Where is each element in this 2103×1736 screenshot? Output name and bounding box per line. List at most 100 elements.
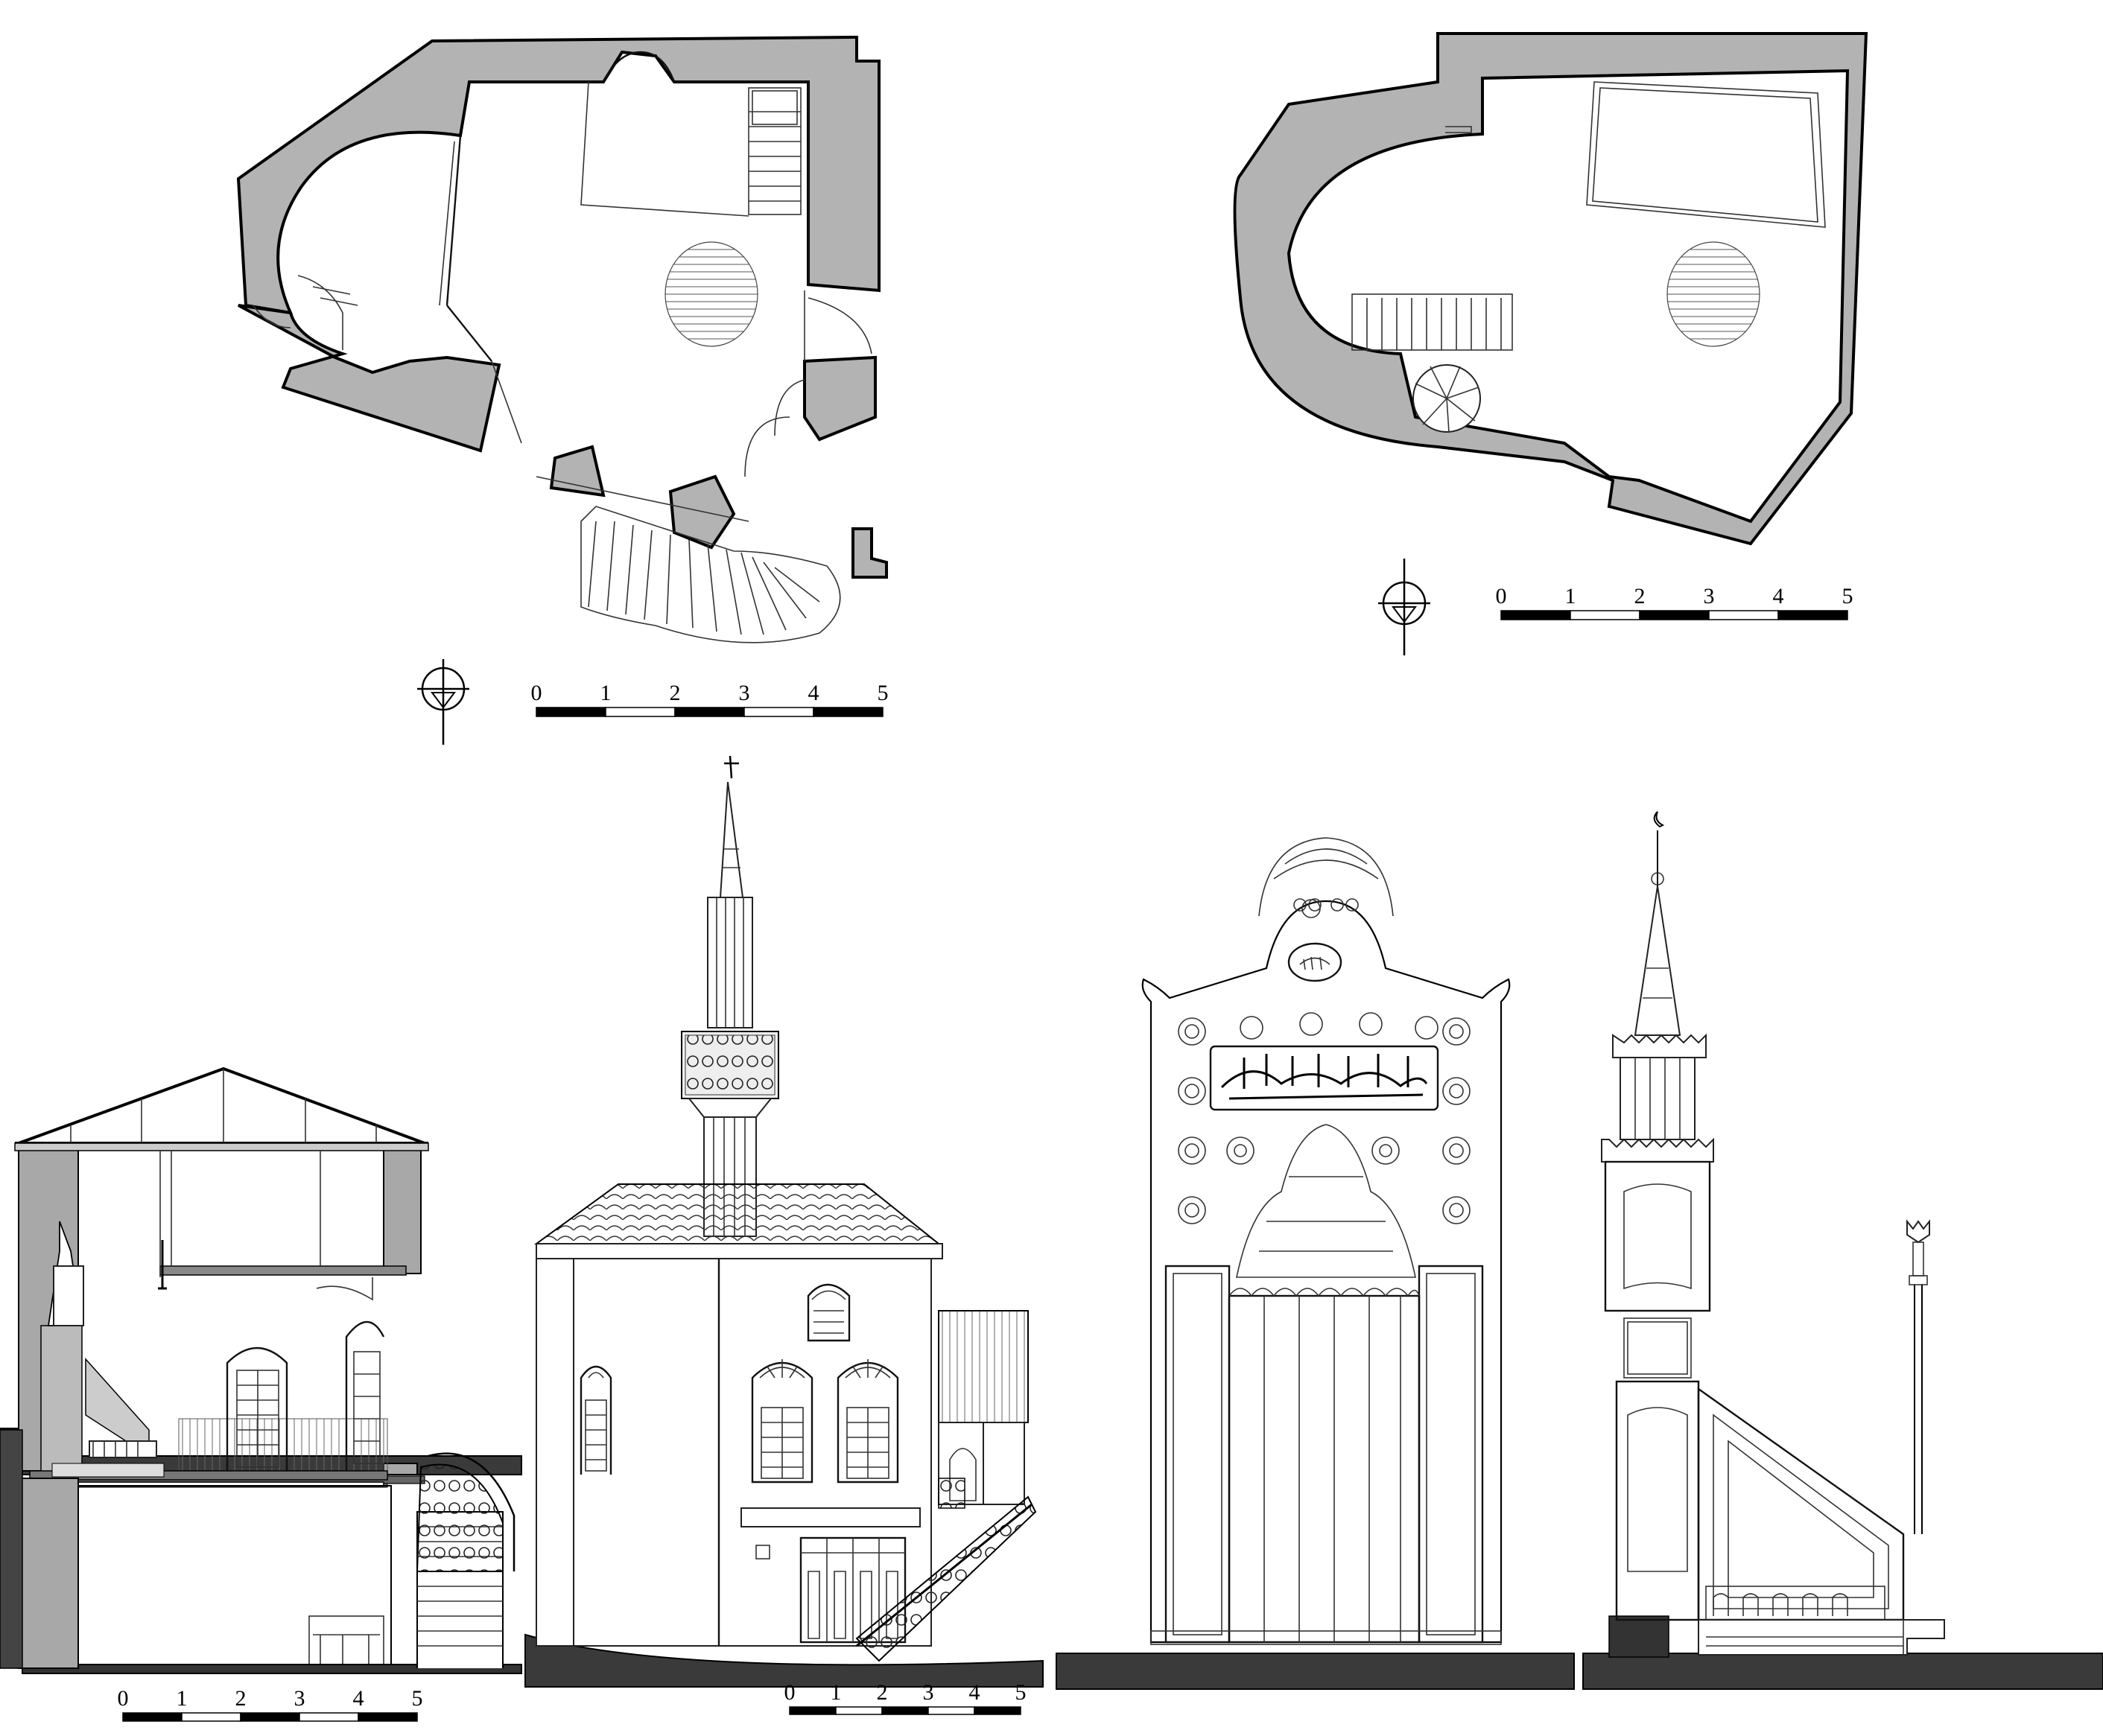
plan-chandelier-circle — [664, 241, 758, 347]
section-right-wall-upper — [383, 1146, 422, 1274]
plan-pier-4 — [851, 527, 888, 579]
scale-bar-segment — [1708, 610, 1779, 620]
scale-bar-segment — [536, 707, 606, 717]
scale-bar-segment — [122, 1712, 183, 1722]
elevation-window-arch-1 — [751, 1359, 813, 1484]
plan-pier-3 — [803, 355, 877, 442]
scale-bar-segment — [1639, 610, 1710, 620]
section-wainscot — [178, 1418, 388, 1475]
scale-bar-label: 2 — [670, 681, 681, 705]
scale-bar-label: 2 — [877, 1680, 888, 1705]
elevation-roof — [533, 1183, 941, 1244]
upper-floor-plan — [1233, 32, 1868, 655]
section-stair-balustrade — [416, 1463, 504, 1572]
mimber-elevation — [1582, 811, 2103, 1690]
ground-floor-plan — [236, 35, 888, 745]
mihrab-crest — [1258, 837, 1394, 917]
scale-bar-segment — [299, 1712, 359, 1722]
scale-bar-segment — [789, 1706, 837, 1715]
scale-bar-label: 4 — [1773, 584, 1784, 608]
plan-pier-1 — [549, 445, 606, 497]
scale-bar-label: 3 — [294, 1686, 305, 1711]
scale-bar-label: 2 — [1634, 584, 1646, 608]
section-lower-level — [77, 1485, 392, 1665]
section-gallery-floor — [159, 1265, 407, 1276]
north-arrow-icon — [417, 659, 469, 745]
scale-bar-label: 5 — [412, 1686, 423, 1711]
upper-plan-chandelier-void — [1666, 241, 1760, 347]
scale-bar-label: 2 — [235, 1686, 247, 1711]
plan-mihrab-niche — [602, 51, 676, 83]
scale-bar-segment — [1570, 610, 1640, 620]
front-elevation — [524, 755, 1044, 1688]
scale-bar-label: 1 — [1565, 584, 1576, 608]
scale-bar-segment — [181, 1712, 241, 1722]
upper-plan-wall — [1233, 32, 1868, 546]
scale-bar-label: 3 — [739, 681, 750, 705]
scale-bar-label: 3 — [923, 1680, 934, 1705]
mimber-finial — [1651, 811, 1665, 886]
scale-bar-segment — [927, 1706, 975, 1715]
section-mimber-base — [40, 1325, 83, 1475]
plan-mimber — [748, 87, 802, 215]
scale-bar-segment — [835, 1706, 883, 1715]
scale-bar-label: 0 — [1496, 584, 1507, 608]
scale-bar-segment — [743, 707, 814, 717]
mihrab-niche — [1228, 1294, 1421, 1644]
elevation-window-arch-2 — [837, 1359, 899, 1484]
elevation-annex-shutters — [938, 1310, 1029, 1423]
scale-bar-label: 1 — [177, 1686, 188, 1711]
mimber-lower-panels — [1705, 1586, 1885, 1621]
mimber-stair-panel — [1697, 1387, 1905, 1621]
scale-bar-segment — [813, 707, 884, 717]
scale-bar-label: 1 — [600, 681, 612, 705]
section-window-2 — [345, 1321, 385, 1478]
section-roof-truss — [15, 1066, 428, 1145]
scale-bar-label: 4 — [808, 681, 819, 705]
scale-bar-label: 5 — [1842, 584, 1853, 608]
section-window-1 — [226, 1346, 288, 1475]
scale-bar-label: 0 — [784, 1680, 796, 1705]
plan-wall-southwest — [238, 304, 501, 453]
mihrab-elevation — [1056, 837, 1575, 1690]
mimber-spire — [1634, 886, 1681, 1036]
elevation-window-left — [580, 1365, 612, 1475]
elevation-entrance-lintel — [740, 1507, 921, 1527]
mihrab-medallion — [1287, 942, 1342, 982]
scale-bar-label: 0 — [118, 1686, 129, 1711]
mihrab-ground — [1056, 1653, 1575, 1690]
plan-room-outline — [445, 80, 810, 362]
scale-bar-segment — [881, 1706, 929, 1715]
scale-bar-segment — [1777, 610, 1848, 620]
scale-bar-segment — [240, 1712, 300, 1722]
scale-bar-label: 0 — [531, 681, 542, 705]
scale-bar-label: 4 — [969, 1680, 980, 1705]
plan-wall-outer — [236, 35, 881, 315]
north-arrow-icon — [1378, 559, 1430, 655]
plan-entry-stair — [580, 506, 841, 643]
scale-bar-label: 3 — [1704, 584, 1715, 608]
section-details — [0, 1151, 522, 1674]
scale-bar-label: 4 — [353, 1686, 364, 1711]
scale-bar-plan-upper: 0 1 2 3 4 5 — [1496, 584, 1853, 620]
mihrab-inscription — [1209, 1045, 1439, 1111]
mihrab-outer-frame — [1141, 900, 1511, 1644]
elevation-window-top — [807, 1283, 851, 1342]
scale-bar-section: 0 1 2 3 4 5 — [118, 1686, 423, 1722]
upper-plan-stair — [1351, 293, 1513, 351]
scale-bar-segment — [674, 707, 745, 717]
scale-bar-label: 1 — [831, 1680, 842, 1705]
scale-bar-plan-ground: 0 1 2 3 4 5 — [531, 681, 889, 717]
mihrab-niche-hood — [1236, 1124, 1416, 1278]
plan-rug-outline — [580, 81, 749, 217]
elevation-minaret — [681, 755, 779, 1237]
mimber-ground — [1582, 1653, 2103, 1690]
scale-bar-segment — [1500, 610, 1571, 620]
mihrab-rosettes — [1178, 1012, 1471, 1224]
scale-bar-label: 5 — [878, 681, 889, 705]
elevation-entrance-door — [799, 1536, 907, 1644]
scale-bar-segment — [605, 707, 676, 717]
plan-spiral-stair — [297, 275, 358, 350]
